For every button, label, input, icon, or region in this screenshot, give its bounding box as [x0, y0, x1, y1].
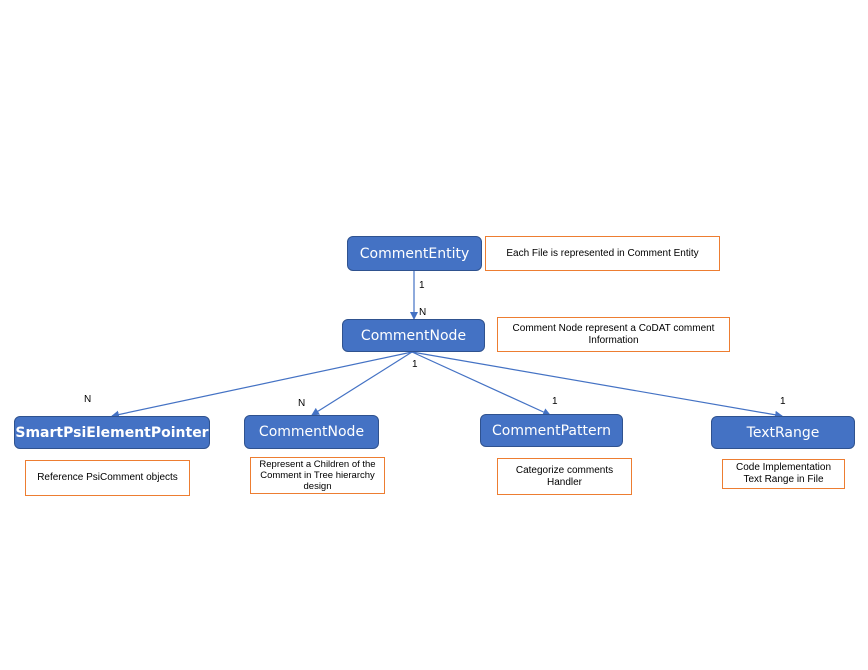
connector-node-to-pointer	[111, 351, 413, 419]
comment-node-root[interactable]: CommentNode	[342, 319, 485, 352]
comment-node-child-label: CommentNode	[258, 424, 365, 440]
comment-pattern-node[interactable]: CommentPattern	[480, 414, 623, 447]
comment-pattern-note: Categorize comments Handler	[497, 458, 632, 495]
text-range-note: Code Implementation Text Range in File	[722, 459, 845, 489]
comment-node-child-note-text: Represent a Children of the Comment in T…	[259, 459, 376, 492]
comment-entity-note: Each File is represented in Comment Enti…	[485, 236, 720, 271]
comment-entity-label: CommentEntity	[359, 245, 470, 262]
comment-node-child[interactable]: CommentNode	[244, 415, 379, 449]
comment-entity-node[interactable]: CommentEntity	[347, 236, 482, 271]
smart-psi-element-pointer-node[interactable]: SmartPsiElementPointer	[14, 416, 210, 449]
smart-psi-element-pointer-note: Reference PsiComment objects	[25, 460, 190, 496]
smart-psi-element-pointer-label: SmartPsiElementPointer	[15, 424, 209, 441]
cardinality-entity-side: 1	[419, 280, 425, 291]
comment-entity-note-text: Each File is represented in Comment Enti…	[506, 247, 699, 259]
comment-node-root-note-text: Comment Node represent a CoDAT comment I…	[512, 322, 715, 346]
cardinality-node-side: N	[419, 307, 427, 318]
text-range-note-text: Code Implementation Text Range in File	[735, 462, 832, 485]
smart-psi-element-pointer-note-text: Reference PsiComment objects	[37, 472, 178, 483]
cardinality-root-side: 1	[412, 359, 418, 370]
comment-node-root-label: CommentNode	[360, 327, 467, 344]
cardinality-child-node-side: N	[298, 398, 306, 409]
comment-node-root-note: Comment Node represent a CoDAT comment I…	[497, 317, 730, 352]
comment-pattern-label: CommentPattern	[492, 422, 611, 439]
comment-node-child-note: Represent a Children of the Comment in T…	[250, 457, 385, 494]
cardinality-text-range-side: 1	[780, 396, 786, 407]
connector-node-to-pattern	[411, 351, 551, 416]
cardinality-pattern-side: 1	[552, 396, 558, 407]
cardinality-pointer-side: N	[84, 394, 92, 405]
connector-node-to-child-node	[311, 351, 413, 416]
connector-node-to-text-range	[411, 351, 783, 419]
text-range-label: TextRange	[746, 424, 820, 441]
comment-pattern-note-text: Categorize comments Handler	[515, 464, 614, 488]
text-range-node[interactable]: TextRange	[711, 416, 855, 449]
